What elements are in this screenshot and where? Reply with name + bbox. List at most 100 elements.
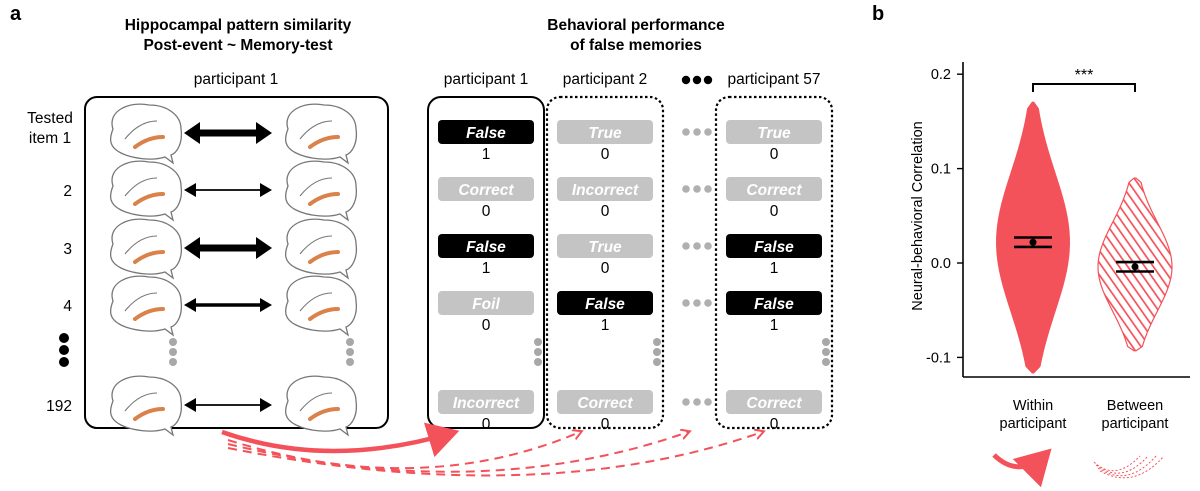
similarity-arrow (184, 183, 272, 197)
response-label: Foil (472, 296, 500, 313)
row-label: 3 (63, 241, 72, 258)
row-label: 192 (46, 398, 72, 415)
similarity-arrow (184, 237, 272, 259)
row-ellipsis-dot (682, 242, 690, 250)
column-ellipsis-dot (534, 358, 542, 366)
response-score: 0 (601, 146, 610, 163)
y-tick-label: -0.1 (926, 350, 951, 366)
response-box (557, 177, 653, 201)
response-score: 1 (770, 317, 779, 334)
response-label: True (757, 125, 791, 142)
participant-column: participant 1False1Correct0False1Foil0In… (427, 71, 545, 433)
x-category-label: participant (1000, 416, 1067, 432)
brain-icon (284, 103, 358, 165)
participant-name: participant 57 (727, 71, 820, 88)
response-label: Correct (458, 182, 514, 199)
response-label: False (754, 239, 794, 256)
row-ellipsis-dot (682, 299, 690, 307)
brain-icon (284, 375, 358, 437)
brain-icon (284, 275, 358, 337)
response-box (726, 234, 822, 258)
response-box (726, 177, 822, 201)
row-ellipsis-dot (693, 185, 701, 193)
row-ellipsis-dots (682, 128, 712, 406)
row-ellipsis-dot (693, 299, 701, 307)
response-score: 0 (482, 416, 491, 433)
right-title-line1: Behavioral performance (547, 17, 725, 34)
similarity-arrow (184, 298, 272, 312)
response-score: 0 (770, 146, 779, 163)
participant-name: participant 2 (563, 71, 647, 88)
brain-icon (109, 375, 183, 437)
brain-icon (284, 218, 358, 280)
row-label: item 1 (29, 130, 71, 147)
response-label: Correct (577, 395, 633, 412)
significance-bracket (1032, 83, 1136, 92)
column-ellipsis-dot (822, 358, 830, 366)
row-ellipsis-dot (693, 242, 701, 250)
column-ellipsis-dot (653, 358, 661, 366)
y-axis-label: Neural-behavioral Correlation (910, 121, 926, 310)
row-ellipsis-dot (704, 398, 712, 406)
response-label: False (466, 239, 506, 256)
row-ellipsis-dot (704, 242, 712, 250)
response-score: 0 (601, 203, 610, 220)
left-title-line1: Hippocampal pattern similarity (125, 17, 352, 34)
response-box (726, 390, 822, 414)
left-title-line2: Post-event ~ Memory-test (143, 37, 332, 54)
rows-ellipsis (59, 333, 354, 367)
similarity-arrow (184, 122, 272, 144)
mean-point (1131, 263, 1139, 271)
row-ellipsis-dot (704, 299, 712, 307)
participant-column: participant 57True0Correct0False1False1C… (714, 71, 834, 433)
response-box (438, 390, 534, 414)
row-label: 2 (63, 183, 72, 200)
x-category-label: Between (1107, 398, 1163, 414)
response-label: Correct (746, 182, 802, 199)
brain-icon (284, 160, 358, 222)
column-ellipsis-dot (822, 338, 830, 346)
response-box (557, 390, 653, 414)
column-ellipsis-dot (534, 338, 542, 346)
panel-a-label: a (10, 3, 22, 25)
row-ellipsis-dot (693, 398, 701, 406)
right-title-line2: of false memories (570, 37, 702, 54)
response-label: True (588, 125, 622, 142)
response-box (557, 234, 653, 258)
left-subtitle: participant 1 (194, 71, 278, 88)
participant-frame (714, 95, 834, 430)
participant-columns: participant 1False1Correct0False1Foil0In… (427, 71, 834, 433)
column-ellipsis-dot (653, 338, 661, 346)
participant-name: participant 1 (444, 71, 528, 88)
response-label: False (466, 125, 506, 142)
row-ellipsis-dot (682, 398, 690, 406)
response-box (438, 291, 534, 315)
response-box (557, 291, 653, 315)
response-score: 1 (482, 146, 491, 163)
brain-icon (109, 275, 183, 337)
y-tick-label: 0.1 (931, 162, 951, 178)
row-ellipsis-dot (682, 185, 690, 193)
y-tick-label: 0.0 (931, 256, 951, 272)
panel-b-label: b (872, 3, 884, 25)
response-label: Correct (746, 395, 802, 412)
row-ellipsis-dot (693, 128, 701, 136)
response-box (438, 177, 534, 201)
row-ellipsis-dot (682, 128, 690, 136)
response-score: 0 (601, 416, 610, 433)
between-legend-arrows (1093, 455, 1165, 479)
brain-icon (109, 103, 183, 165)
brain-icon (109, 218, 183, 280)
row-ellipsis-dot (704, 128, 712, 136)
brain-pairs-box (84, 96, 389, 429)
participants-ellipsis (681, 75, 713, 85)
response-box (438, 234, 534, 258)
response-label: False (585, 296, 625, 313)
response-box (557, 120, 653, 144)
response-score: 0 (482, 317, 491, 334)
response-box (726, 291, 822, 315)
significance-stars: *** (1075, 67, 1094, 84)
response-label: False (754, 296, 794, 313)
y-tick-label: 0.2 (931, 67, 951, 83)
